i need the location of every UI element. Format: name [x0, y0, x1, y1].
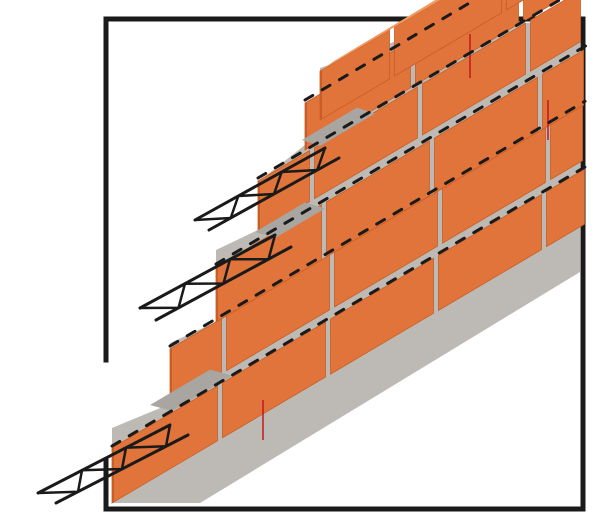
ladder-truss: [193, 146, 341, 232]
brick-course: [319, 0, 525, 121]
truss-rail: [138, 233, 277, 310]
frame-outline: [103, 16, 586, 512]
brick: [434, 76, 538, 194]
brick-course: [169, 104, 583, 405]
brick: [422, 22, 526, 136]
brick-end-face: [320, 70, 322, 120]
brick: [326, 140, 430, 258]
brick-courses: [111, 0, 585, 504]
truss-diagonals: [194, 147, 327, 222]
brick: [523, 0, 561, 22]
bed-joint-wire: [303, 0, 478, 102]
brick: [438, 193, 542, 312]
bed-joint-wire: [168, 99, 587, 348]
brick-end-face: [216, 266, 218, 322]
brick: [546, 168, 585, 248]
truss-rail: [193, 146, 327, 222]
brick-end-face: [258, 180, 260, 232]
truss-diagonals: [37, 424, 172, 495]
ladder-truss: [138, 233, 293, 322]
brick-course: [111, 168, 585, 504]
truss-diagonals: [139, 234, 277, 310]
brick-end-face: [170, 348, 172, 404]
mortar-ledge: [150, 369, 232, 411]
truss-rail: [36, 423, 172, 495]
brick: [314, 86, 418, 200]
wall-top-face: [320, 0, 441, 71]
brick: [394, 0, 502, 77]
frame-icon: [103, 16, 586, 512]
brick-end-face: [305, 102, 307, 150]
brick: [530, 0, 581, 72]
bed-joint-wire: [110, 164, 589, 448]
brick: [330, 257, 434, 375]
brick: [506, 0, 525, 11]
brick-course: [215, 49, 584, 323]
brick: [222, 321, 326, 439]
mortar-ledge: [302, 107, 375, 146]
bed-joint-wire: [256, 0, 563, 180]
ladder-truss: [36, 423, 190, 505]
ladder-truss-wire-icon: [36, 0, 589, 505]
mortar-cracks: [262, 34, 549, 440]
